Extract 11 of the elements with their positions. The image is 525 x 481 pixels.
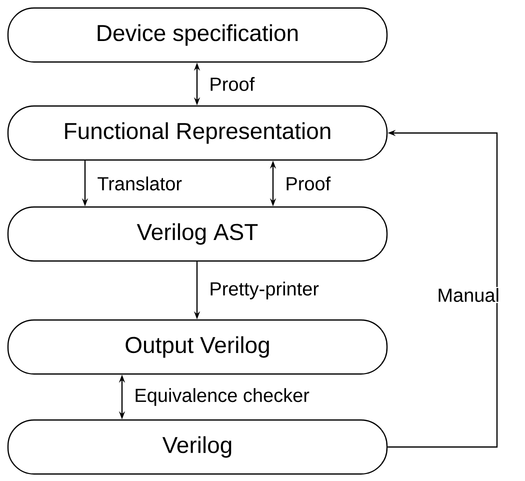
process-box: Output Verilog — [7, 319, 388, 375]
edge-label: Proof — [208, 76, 256, 92]
edge-label: Pretty-printer — [208, 280, 320, 300]
process-box: Verilog AST — [7, 206, 388, 262]
edge-label: Proof — [284, 176, 332, 192]
process-box: Verilog — [7, 419, 388, 475]
process-box: Device specification — [7, 7, 388, 63]
edge-label: Manual — [436, 287, 501, 303]
edge-label: Translator — [96, 176, 184, 192]
process-box: Functional Representation — [7, 105, 388, 161]
edge-label: Equivalence checker — [133, 387, 311, 407]
